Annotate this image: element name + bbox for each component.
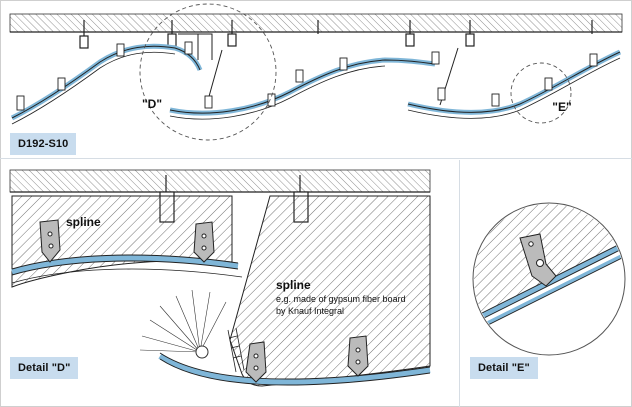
detail-d-clips	[39, 219, 369, 383]
spline-note-line1: e.g. made of gypsum fiber board	[276, 294, 406, 304]
spline-ladder	[227, 327, 245, 373]
detail-d-circle	[139, 3, 277, 141]
top-ceiling-slab	[9, 13, 623, 33]
spline-label-right: spline	[276, 278, 311, 292]
label-detail-e: Detail "E"	[470, 357, 538, 379]
label-d192-s10: D192-S10	[10, 133, 77, 155]
top-wave-boards	[10, 43, 622, 125]
spline-label-left: spline	[66, 215, 101, 229]
label-detail-d: Detail "D"	[10, 357, 79, 379]
spline-note-line2: by Knauf Integral	[276, 306, 344, 316]
detail-divider	[459, 160, 460, 407]
light-fixture	[139, 289, 227, 359]
section-divider	[0, 158, 632, 159]
callout-e: "E"	[552, 100, 571, 114]
top-hangers	[79, 20, 593, 49]
detail-e-circle	[510, 62, 572, 124]
detail-d-ceiling	[9, 169, 431, 193]
top-clips	[16, 41, 598, 111]
callout-d: "D"	[142, 97, 162, 111]
detail-e-hatch	[474, 204, 624, 320]
